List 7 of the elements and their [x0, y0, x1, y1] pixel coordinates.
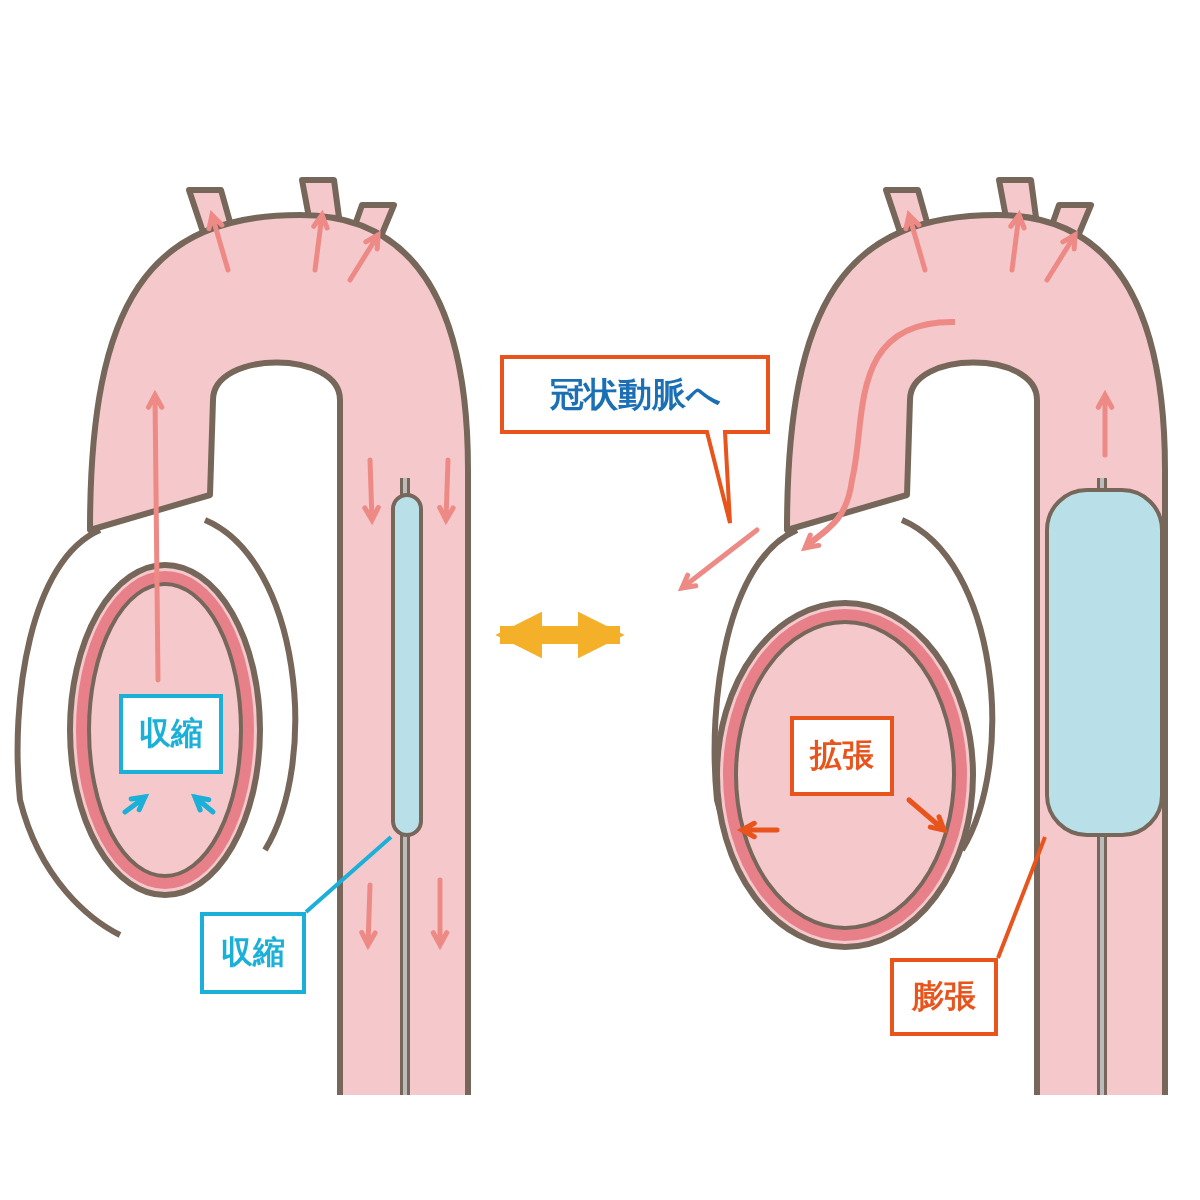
callout-box: 収縮 [119, 694, 223, 774]
callout-text: 冠状動脈へ [548, 372, 722, 416]
callout-box: 膨張 [890, 958, 998, 1036]
callout-box: 収縮 [200, 912, 306, 994]
callout-box: 拡張 [790, 716, 894, 796]
leader-line [304, 835, 393, 914]
double-arrow [495, 611, 625, 659]
